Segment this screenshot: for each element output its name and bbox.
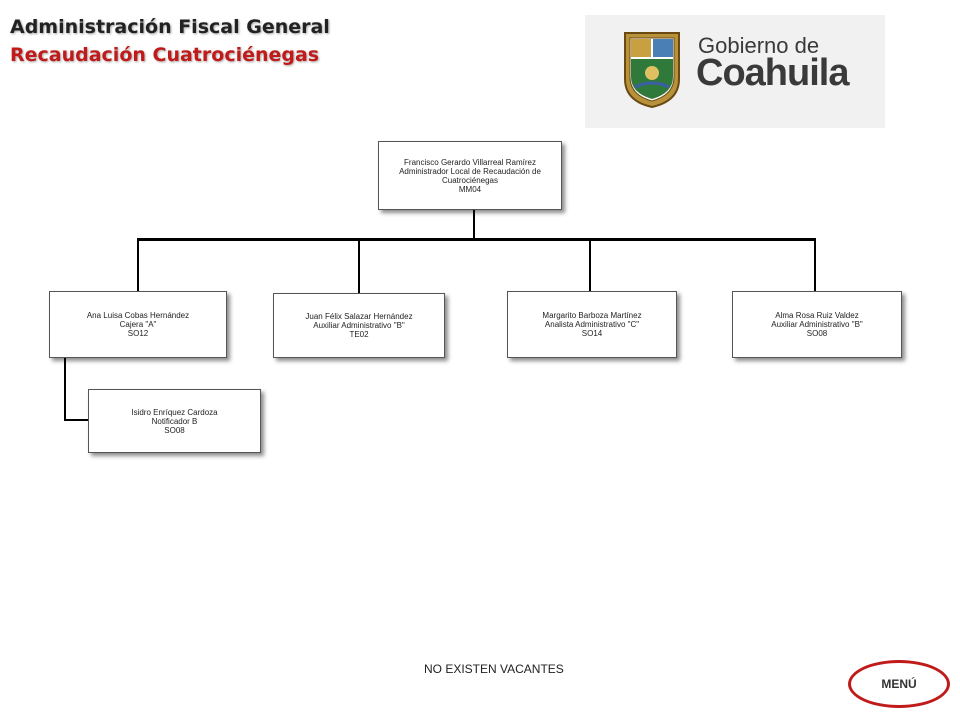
person-role: Auxiliar Administrativo "B" (771, 320, 863, 329)
position-code: MM04 (458, 184, 482, 194)
logo-line-1: Gobierno de (698, 33, 820, 58)
person-role: Notificador B (151, 416, 198, 426)
connector-horizontal-bus (137, 238, 816, 241)
org-box-subordinate: Isidro Enríquez Cardoza Notificador B SO… (88, 389, 261, 453)
person-role: Cajera "A" (119, 320, 157, 329)
person-name: Isidro Enríquez Cardoza (131, 407, 218, 417)
position-code: SO12 (127, 329, 149, 338)
person-role: Administrador Local de Recaudación de Cu… (399, 166, 541, 185)
person-name: Alma Rosa Ruiz Valdez (775, 311, 859, 320)
gobierno-coahuila-logo: Gobierno de Coahuila (585, 15, 885, 128)
org-box-child: Juan Félix Salazar Hernández Auxiliar Ad… (273, 293, 445, 358)
no-vacancies-note: NO EXISTEN VACANTES (424, 662, 564, 676)
position-code: TE02 (349, 330, 369, 339)
org-box-child: Margarito Barboza Martínez Analista Admi… (507, 291, 677, 358)
logo-line-2: Coahuila (696, 52, 849, 94)
org-box-child: Ana Luisa Cobas Hernández Cajera "A" SO1… (49, 291, 227, 358)
person-name: Francisco Gerardo Villarreal Ramírez (404, 157, 536, 167)
position-code: SO08 (806, 329, 828, 338)
org-box-child: Alma Rosa Ruiz Valdez Auxiliar Administr… (732, 291, 902, 358)
person-role: Analista Administrativo "C" (544, 320, 640, 329)
person-name: Ana Luisa Cobas Hernández (86, 311, 190, 320)
position-code: SO08 (164, 425, 185, 435)
person-role: Auxiliar Administrativo "B" (313, 321, 405, 330)
connector-child-1 (137, 240, 139, 292)
connector-sub-horizontal (64, 419, 88, 421)
connector-child-2 (358, 240, 360, 294)
coat-of-arms-icon (624, 32, 680, 109)
connector-child-4 (814, 240, 816, 292)
connector-sub-vertical (64, 358, 66, 420)
connector-child-3 (589, 240, 591, 292)
position-code: SO14 (581, 329, 603, 338)
page-subtitle: Recaudación Cuatrociénegas (10, 44, 320, 66)
person-name: Margarito Barboza Martínez (542, 311, 642, 320)
connector-root-down (473, 209, 475, 240)
menu-button[interactable]: MENÚ (848, 660, 950, 708)
page-title: Administración Fiscal General (10, 16, 330, 38)
person-name: Juan Félix Salazar Hernández (305, 312, 413, 321)
org-box-root: Francisco Gerardo Villarreal Ramírez Adm… (378, 141, 562, 210)
